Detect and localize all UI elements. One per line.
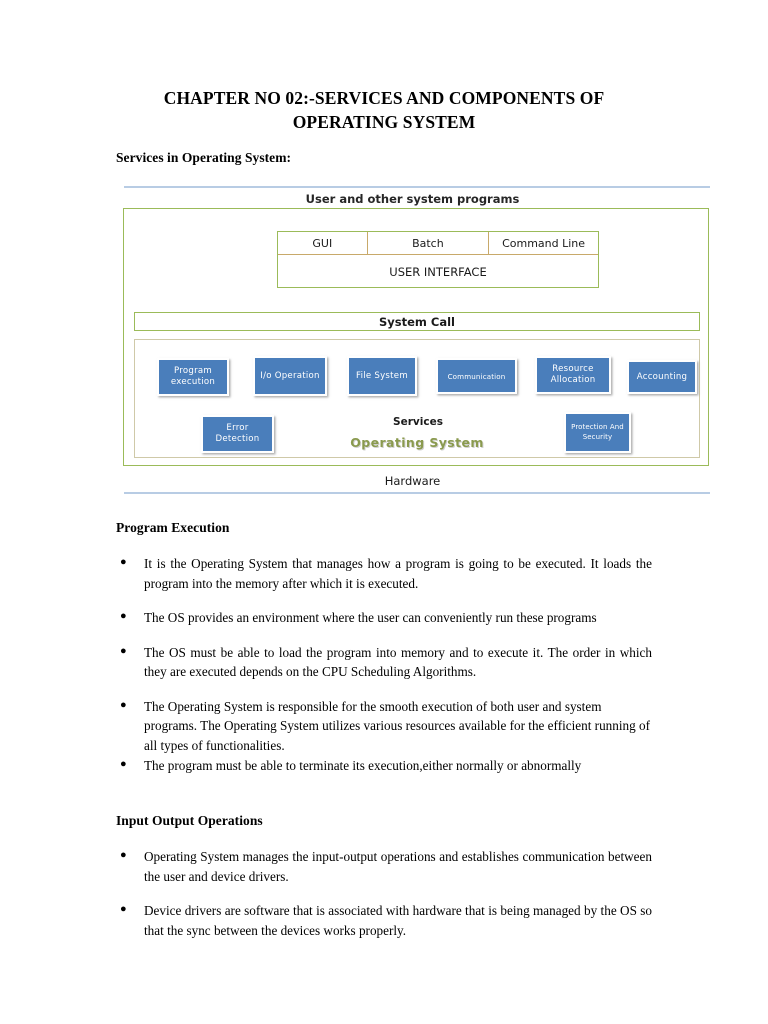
service-box-protection-and-security: Protection And Security xyxy=(564,412,631,453)
diagram-bottom-rule xyxy=(124,492,710,494)
user-interface-column-row: GUI Batch Command Line xyxy=(278,232,598,255)
service-box-accounting: Accounting xyxy=(627,360,697,394)
diagram-top-rule xyxy=(124,186,710,188)
list-item: The Operating System is responsible for … xyxy=(118,696,652,756)
system-call-bar: System Call xyxy=(134,312,700,331)
service-box-error-detection: Error Detection xyxy=(201,415,274,453)
service-box-resource-allocation: Resource Allocation xyxy=(535,356,611,394)
list-item: The OS must be able to load the program … xyxy=(118,642,652,682)
os-services-diagram: User and other system programs GUI Batch… xyxy=(115,186,710,494)
list-item: Device drivers are software that is asso… xyxy=(118,900,652,940)
page-title-line-2: OPERATING SYSTEM xyxy=(292,112,476,132)
operating-system-label: Operating System xyxy=(350,435,484,450)
services-center-label: Services xyxy=(393,416,443,428)
program-execution-bullet-list: It is the Operating System that manages … xyxy=(118,553,652,776)
heading-services-in-operating-system: Services in Operating System: xyxy=(116,150,292,165)
heading-input-output-operations: Input Output Operations xyxy=(116,813,263,828)
input-output-bullet-list: Operating System manages the input-outpu… xyxy=(118,846,652,940)
ui-column-gui: GUI xyxy=(278,232,368,254)
page-title-line-1: CHAPTER NO 02:-SERVICES AND COMPONENTS O… xyxy=(163,88,605,108)
user-interface-block: GUI Batch Command Line USER INTERFACE xyxy=(277,231,599,288)
list-item: The OS provides an environment where the… xyxy=(118,607,652,628)
list-item: Operating System manages the input-outpu… xyxy=(118,846,652,886)
user-interface-label: USER INTERFACE xyxy=(389,264,487,279)
service-box-file-system: File System xyxy=(347,356,417,396)
list-item: It is the Operating System that manages … xyxy=(118,553,652,593)
list-item: The program must be able to terminate it… xyxy=(118,755,652,776)
page-title: CHAPTER NO 02:-SERVICES AND COMPONENTS O… xyxy=(116,86,652,134)
service-box-communication: Communication xyxy=(436,358,517,394)
diagram-bottom-label: Hardware xyxy=(384,474,441,488)
ui-column-command-line: Command Line xyxy=(502,236,586,250)
service-box-io-operation: I/o Operation xyxy=(253,356,327,396)
operating-system-frame: GUI Batch Command Line USER INTERFACE Sy… xyxy=(123,208,709,466)
diagram-top-label: User and other system programs xyxy=(305,192,520,206)
service-box-program-execution: Program execution xyxy=(157,358,229,396)
ui-column-batch: Batch xyxy=(368,232,490,254)
heading-program-execution: Program Execution xyxy=(116,520,230,535)
services-area: Program execution I/o Operation File Sys… xyxy=(134,339,700,458)
